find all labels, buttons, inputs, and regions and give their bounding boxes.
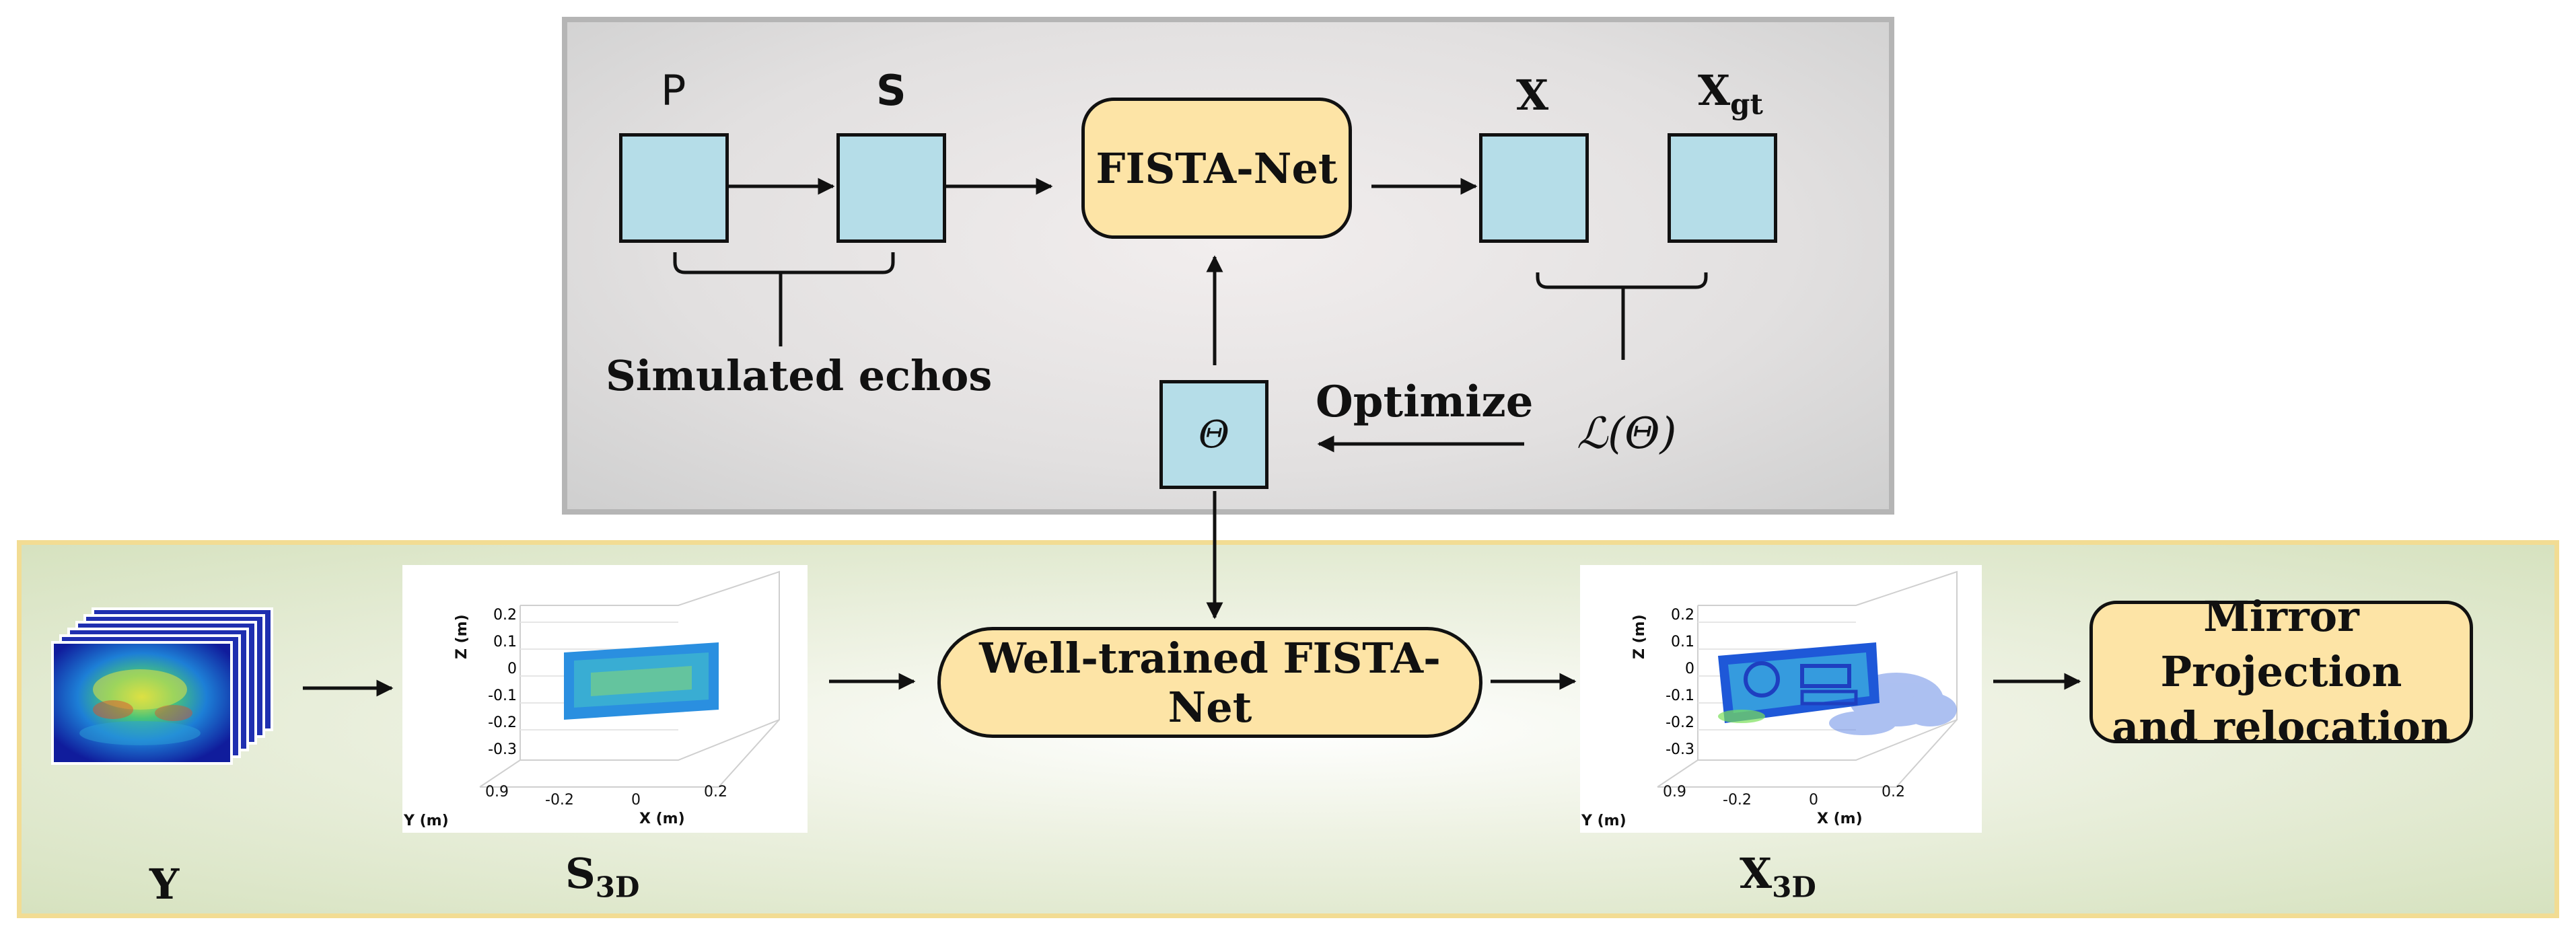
s3d-z-tick: -0.2 [488, 714, 517, 731]
x3d-z-tick: 0.1 [1671, 634, 1694, 650]
s3d-z-axis-label: Z (m) [454, 614, 470, 659]
x3d-wheel-feature [1744, 661, 1780, 698]
x3d-z-tick: -0.3 [1666, 741, 1694, 758]
y-echo-blob-2 [93, 700, 133, 719]
x3d-plot: Z (m) 0.2 0.1 0 -0.1 -0.2 -0.3 0.9 -0.2 … [1580, 565, 1982, 833]
s3d-x-tick: -0.2 [545, 792, 574, 809]
s3d-target-core [591, 666, 692, 696]
fista-net-label: FISTA-Net [1096, 143, 1338, 193]
x3d-scatter-blob [1903, 693, 1957, 726]
mirror-line-2: and relocation [2112, 702, 2451, 751]
x3d-z-tick: -0.2 [1666, 714, 1694, 731]
fista-net-box: FISTA-Net [1081, 98, 1352, 239]
xgt-base: X [1698, 66, 1731, 115]
xgt-sub: gt [1730, 87, 1763, 121]
x3d-scatter-blob [1829, 711, 1896, 735]
loss-script: ℒ [1577, 409, 1608, 459]
x3d-x-tick: -0.2 [1723, 792, 1752, 809]
x3d-z-tick: -0.1 [1666, 687, 1694, 704]
s-label: S [876, 66, 906, 115]
x3d-z-tick: 0.2 [1671, 607, 1694, 624]
xgt-box [1668, 133, 1777, 243]
well-trained-label: Well-trained FISTA-Net [979, 633, 1441, 732]
y-echo-blob-4 [79, 721, 201, 745]
s3d-plot: Z (m) 0.2 0.1 0 -0.1 -0.2 -0.3 0.9 -0.2 … [402, 565, 808, 833]
x-box [1479, 133, 1589, 243]
y-stack-svg [51, 607, 273, 765]
x3d-z-ticks: 0.2 0.1 0 -0.1 -0.2 -0.3 [1657, 602, 1694, 763]
x3d-base: X [1740, 849, 1773, 898]
mirror-line-1: Mirror Projection [2160, 592, 2402, 696]
x3d-z-axis-label: Z (m) [1631, 614, 1648, 659]
s3d-z-tick: 0.2 [493, 607, 517, 624]
s3d-z-tick: 0.1 [493, 634, 517, 650]
s3d-z-tick: 0 [507, 661, 517, 677]
s3d-x-tick: 0 [631, 792, 641, 809]
p-label: P [661, 66, 686, 115]
s3d-z-tick: -0.1 [488, 687, 517, 704]
s-box [836, 133, 946, 243]
y-label: Y [149, 860, 180, 909]
loss-arg: (Θ) [1608, 409, 1677, 459]
s3d-base: S [565, 849, 596, 898]
theta-label: Θ [1198, 412, 1229, 457]
x3d-y-axis-label: Y (m) [1581, 813, 1626, 829]
s3d-sub: 3D [595, 870, 640, 904]
x3d-scatter-cloud [1829, 673, 1957, 735]
s3d-floor-edge [479, 759, 521, 788]
x3d-plot-svg [1657, 570, 1958, 788]
x3d-x-tick: 0.2 [1882, 784, 1905, 800]
s3d-z-tick: -0.3 [488, 741, 517, 758]
x3d-z-tick: 0 [1685, 661, 1694, 677]
s3d-y-axis-label: Y (m) [404, 813, 449, 829]
mirror-projection-box: Mirror Projection and relocation [2089, 592, 2473, 751]
well-trained-fista-net-box: Well-trained FISTA-Net [937, 627, 1482, 738]
x3d-y-tick: 0.9 [1663, 784, 1686, 800]
y-echo-blob-3 [155, 705, 192, 721]
x3d-sub: 3D [1772, 870, 1816, 904]
y-image-stack [51, 607, 281, 770]
x-label: X [1516, 71, 1549, 120]
x3d-x-axis-label: X (m) [1817, 811, 1863, 827]
x3d-label: X3D [1740, 849, 1816, 903]
s3d-plot-svg [479, 570, 780, 788]
optimize-label: Optimize [1316, 377, 1534, 427]
s3d-x-tick: 0.2 [704, 784, 727, 800]
s3d-z-ticks: 0.2 0.1 0 -0.1 -0.2 -0.3 [480, 602, 517, 763]
x3d-floor-edge-3 [1896, 719, 1958, 788]
x3d-edge-glow [1718, 710, 1765, 723]
simulated-echos-label: Simulated echos [606, 351, 993, 400]
s3d-floor-edge-3 [718, 719, 780, 788]
p-box [619, 133, 729, 243]
x3d-x-tick: 0 [1809, 792, 1818, 809]
x3d-floor-edge [1657, 759, 1698, 788]
xgt-label: Xgt [1698, 66, 1763, 120]
s3d-label: S3D [565, 849, 639, 903]
x3d-window-feature [1800, 664, 1851, 688]
x3d-window-feature [1800, 689, 1858, 706]
y-echo-blob-1 [93, 669, 187, 710]
theta-box: Θ [1159, 380, 1268, 489]
s3d-y-tick: 0.9 [485, 784, 509, 800]
loss-label: ℒ(Θ) [1577, 409, 1677, 459]
s3d-x-axis-label: X (m) [639, 811, 685, 827]
